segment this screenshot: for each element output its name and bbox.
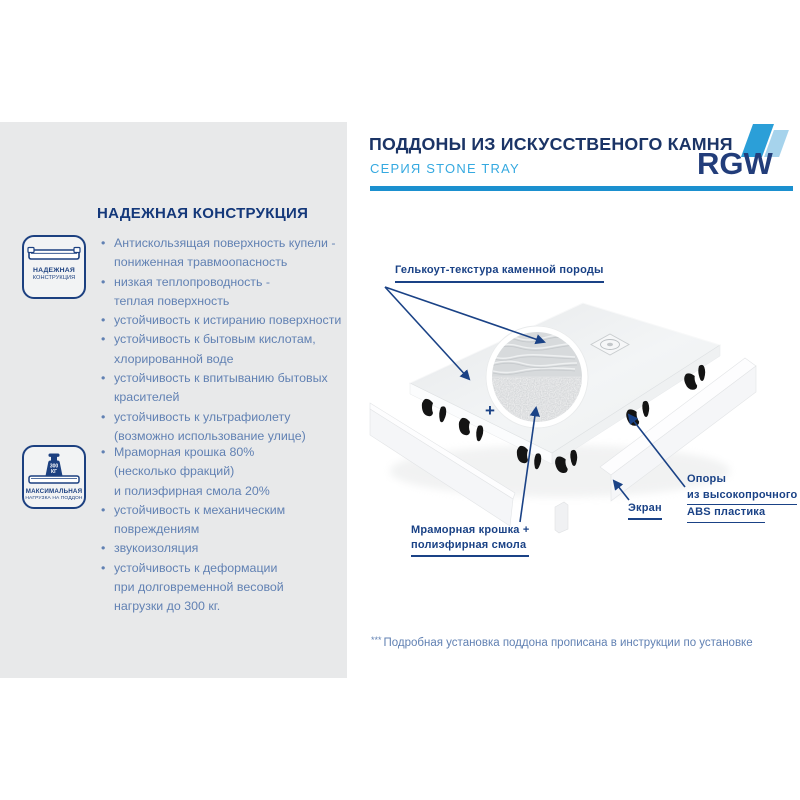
callout-marble-line1: Мраморная крошка +	[411, 524, 530, 536]
feature-item: звукоизоляция	[100, 539, 344, 559]
screen-corner-post	[554, 501, 569, 534]
feature-item: низкая теплопроводность - теплая поверхн…	[100, 273, 344, 312]
texture-magnifier	[485, 325, 589, 429]
feature-item: Антискользящая поверхность купели - пони…	[100, 234, 344, 273]
drain-cover	[590, 333, 630, 356]
weight-on-tray-icon: 300 КГ	[28, 453, 80, 484]
series-subtitle: СЕРИЯ STONE TRAY	[370, 161, 520, 176]
feature-list-construction: Антискользящая поверхность купели - пони…	[100, 234, 344, 446]
badge-label-line1: НАДЕЖНАЯ	[33, 267, 75, 274]
plus-sign: +	[485, 401, 495, 420]
feature-item: устойчивость к механическим повреждениям	[100, 501, 344, 540]
logo-text: RGW	[697, 146, 773, 181]
footnote-stars: ***	[371, 635, 382, 645]
header-divider	[370, 186, 793, 191]
feature-item: устойчивость к деформации при долговреме…	[100, 559, 344, 617]
callout-supports-line1: Опоры	[687, 473, 727, 485]
weight-unit-text: КГ	[51, 469, 57, 475]
footnote-text: Подробная установка поддона прописана в …	[383, 637, 753, 649]
reliable-construction-badge: НАДЕЖНАЯ КОНСТРУКЦИЯ	[22, 235, 86, 299]
badge-label-line2: НАГРУЗКА НА ПОДДОН	[25, 496, 83, 501]
rgw-logo: RGW	[695, 124, 795, 186]
badge-label-line1: МАКСИМАЛЬНАЯ	[25, 488, 83, 495]
tray-profile-icon	[27, 246, 81, 260]
callout-gelcoat: Гелькоут-текстура каменной породы	[395, 263, 604, 283]
page-title: ПОДДОНЫ ИЗ ИСКУССТВЕНОГО КАМНЯ	[369, 134, 733, 154]
features-panel: НАДЕЖНАЯ КОНСТРУКЦИЯ НАДЕЖНАЯ КОНСТРУКЦИ…	[0, 122, 347, 678]
panel-heading: НАДЕЖНАЯ КОНСТРУКЦИЯ	[97, 205, 309, 222]
badge-label-line2: КОНСТРУКЦИЯ	[32, 275, 76, 281]
callout-supports-line3: ABS пластика	[687, 505, 766, 523]
callout-marble-resin: Мраморная крошка + полиэфирная смола	[411, 523, 530, 557]
callout-abs-supports: Опоры из высокопрочного ABS пластика	[687, 472, 798, 523]
screen-panel-left	[369, 402, 516, 527]
feature-item: устойчивость к истиранию поверхности	[100, 311, 344, 331]
callout-screen: Экран	[628, 501, 662, 520]
installation-footnote: ***Подробная установка поддона прописана…	[371, 635, 753, 649]
callout-marble-line2: полиэфирная смола	[411, 539, 527, 551]
shower-tray-illustration	[369, 286, 757, 534]
leader-lines	[384, 286, 686, 523]
max-load-badge: 300 КГ МАКСИМАЛЬНАЯ НАГРУЗКА НА ПОДДОН	[22, 445, 86, 509]
screen-panel-right	[599, 357, 757, 502]
feature-item: устойчивость к впитыванию бытовых красит…	[100, 369, 344, 408]
weight-value-text: 300	[50, 464, 59, 470]
feature-list-material: Мраморная крошка 80% (несколько фракций)…	[100, 443, 344, 617]
feature-item: устойчивость к бытовым кислотам, хлориро…	[100, 330, 344, 369]
callout-supports-line2: из высокопрочного	[687, 488, 798, 505]
feature-item: Мраморная крошка 80% (несколько фракций)…	[100, 443, 344, 501]
tray-diagram: Гелькоут-текстура каменной породы Мрамор…	[365, 235, 800, 580]
feature-item: устойчивость к ультрафиолету (возможно и…	[100, 408, 344, 447]
